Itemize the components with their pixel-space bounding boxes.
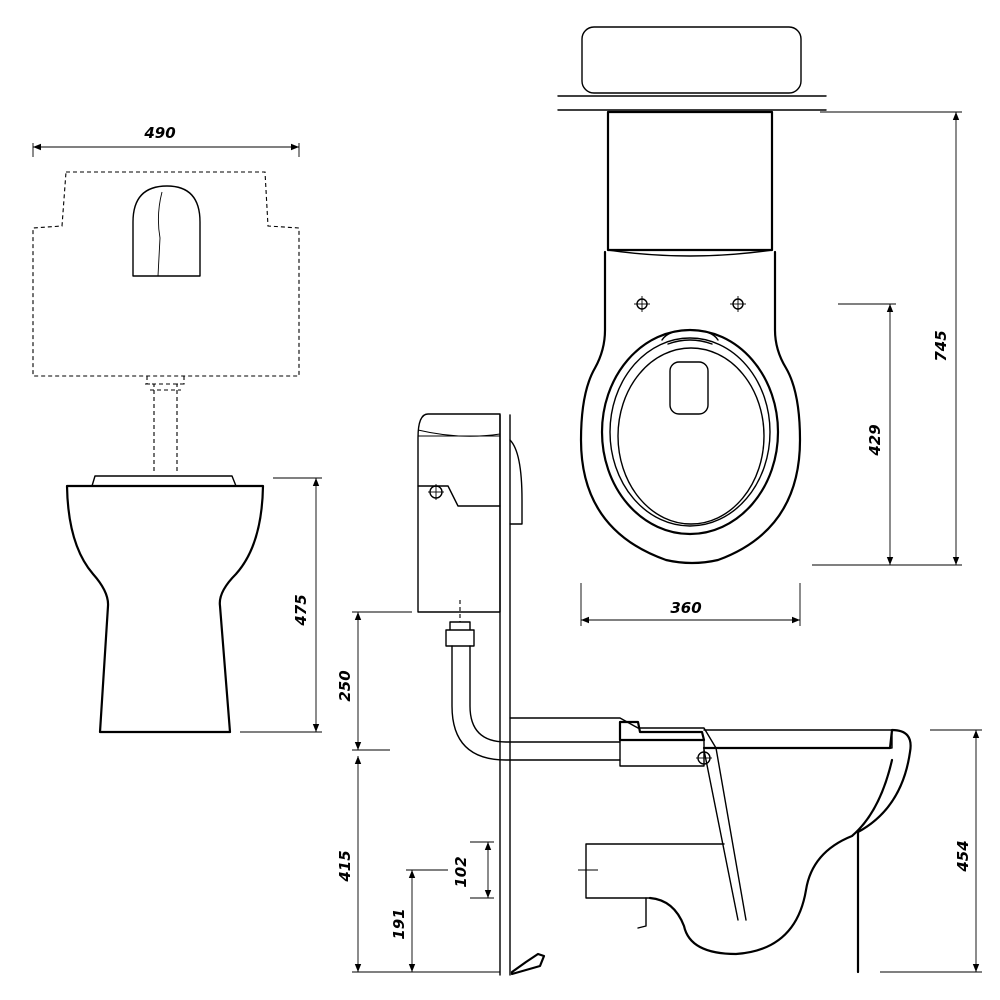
dim-wall-height: 415 [336,756,500,973]
plan-bowl-outlet [669,361,709,415]
label-plan-width: 360 [670,599,701,617]
side-flush-pipe [451,645,621,761]
plan-seat-outer [600,328,780,536]
plan-cistern [606,110,774,252]
front-elevation: 490 475 [32,124,322,734]
side-connector [445,621,475,647]
flush-button-plate [132,185,201,277]
front-flush-pipe [145,376,186,472]
side-cistern-bolt [428,484,444,500]
label-outlet-height: 191 [390,908,408,939]
side-outlet-stub [585,843,725,899]
side-cistern [417,413,501,613]
label-plan-length: 745 [932,330,950,361]
front-bowl [65,484,265,734]
side-elevation: 250 415 102 191 454 [336,413,982,976]
front-seat [91,475,237,487]
dim-flush-height: 250 [336,611,412,751]
label-front-width: 490 [143,124,175,142]
plan-pan-outline [579,250,802,565]
side-floor-foot [510,952,546,976]
front-cistern-outline [32,171,300,377]
label-front-height: 475 [292,594,310,626]
plan-bolt-right [730,296,746,312]
dim-front-height: 475 [240,477,322,733]
flush-button-split [157,191,163,277]
side-pan-body [648,728,912,974]
label-side-height: 454 [954,840,972,872]
dim-plan-width: 360 [580,583,801,626]
plan-view: 745 429 360 [557,26,962,626]
dim-outlet-height: 191 [390,869,448,972]
label-pan-connector: 102 [452,856,470,887]
label-wall-height: 415 [336,850,354,882]
dim-plan-length: 745 [812,111,962,566]
plan-bolt-left [634,296,650,312]
label-flush-height: 250 [336,670,354,701]
plan-seat-inner [609,337,771,527]
plan-seat-hinge [661,329,719,345]
dim-pan-connector: 102 [452,841,494,899]
plan-bowl-opening [617,347,765,525]
dim-plan-depth: 429 [838,303,896,565]
plan-wall-panel [581,26,802,94]
label-plan-depth: 429 [866,424,884,456]
dim-front-width: 490 [32,124,300,157]
side-inlet-box [619,739,705,767]
dim-side-height: 454 [880,729,982,973]
